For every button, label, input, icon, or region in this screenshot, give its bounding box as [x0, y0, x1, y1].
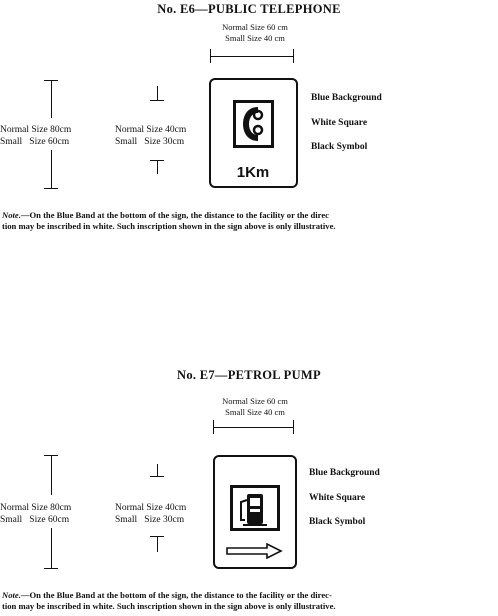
sign-e6-note-lead: Note.: [2, 210, 21, 220]
sign-e7-outer-small: Small Size 60cm: [0, 515, 70, 525]
sign-e6-band-distance: 1Km: [236, 164, 270, 181]
sign-e6-inner-line-bottom: [157, 160, 158, 174]
sign-e6-width-line: [210, 56, 293, 57]
sign-e7-outer-normal: Normal Size 80cm: [0, 503, 72, 513]
sign-e7-note-text1: —On the Blue Band at the bottom of the s…: [20, 590, 332, 600]
sign-e6-width-normal: Normal Size 60 cm: [222, 22, 288, 32]
sign-e7-width-tick-right: [293, 420, 294, 434]
sign-e7-outer-line-top: [51, 455, 52, 495]
sign-e7-frame: [213, 455, 297, 569]
sign-e7-note-lead: Note.: [2, 590, 21, 600]
sign-e7-legend-symbol: Black Symbol: [309, 517, 366, 527]
sign-e6-white-square: [233, 100, 274, 148]
sign-e6-outer-line-bottom: [51, 150, 52, 188]
sign-e7-inner-small: Small Size 30cm: [115, 515, 185, 525]
arrow-right-icon: [226, 543, 283, 559]
sign-e6-inner-small: Small Size 30cm: [115, 137, 185, 147]
sign-e7-width-tick-left: [213, 420, 214, 434]
sign-e6-inner-normal: Normal Size 40cm: [115, 125, 187, 135]
sign-e6-legend-symbol: Black Symbol: [311, 142, 368, 152]
sign-e7-note-line1: Note.—On the Blue Band at the bottom of …: [2, 590, 496, 601]
sign-e6-legend-square: White Square: [311, 118, 368, 128]
sign-e6-note-text1: —On the Blue Band at the bottom of the s…: [20, 210, 329, 220]
petrol-pump-icon: [240, 494, 267, 526]
sign-e6-title: No. E6—PUBLIC TELEPHONE: [157, 2, 341, 16]
sign-e6-note-line1: Note.—On the Blue Band at the bottom of …: [2, 210, 496, 221]
sign-e6-outer-line-top: [51, 80, 52, 118]
sign-e6-inner-tick-top: [150, 100, 164, 101]
sign-e7-inner-line-top: [157, 464, 158, 476]
sign-e7-width-small: Small Size 40 cm: [225, 407, 285, 417]
sign-e7-white-square: [230, 485, 280, 531]
sign-e7-width-normal: Normal Size 60 cm: [222, 396, 288, 406]
sign-e6-outer-small: Small Size 60cm: [0, 137, 70, 147]
sign-e6-note-line2: tion may be inscribed in white. Such ins…: [2, 221, 336, 231]
sign-e6-width-tick-left: [210, 49, 211, 63]
sign-e7-width-line: [213, 427, 293, 428]
sign-e6-frame: 1Km: [209, 78, 298, 188]
sign-e6-legend-background: Blue Background: [311, 93, 382, 103]
sign-e7-inner-line-bottom: [157, 536, 158, 552]
sign-e7-inner-tick-top: [150, 476, 164, 477]
sign-e6-width-small: Small Size 40 cm: [225, 33, 285, 43]
sign-e7-outer-tick-bottom: [44, 568, 58, 569]
sign-e6-width-tick-right: [293, 49, 294, 63]
sign-e7-legend-square: White Square: [309, 493, 366, 503]
sign-e6-inner-line-top: [157, 86, 158, 100]
telephone-icon: [243, 107, 264, 141]
sign-e6-outer-tick-bottom: [44, 188, 58, 189]
sign-e7-title: No. E7—PETROL PUMP: [177, 368, 321, 382]
sign-e6-outer-normal: Normal Size 80cm: [0, 125, 72, 135]
sign-e7-inner-normal: Normal Size 40cm: [115, 503, 187, 513]
sign-e7-legend-background: Blue Background: [309, 468, 380, 478]
sign-e7-note-line2: tion may be inscribed in white. Such ins…: [2, 601, 336, 611]
sign-e7-outer-line-bottom: [51, 528, 52, 568]
